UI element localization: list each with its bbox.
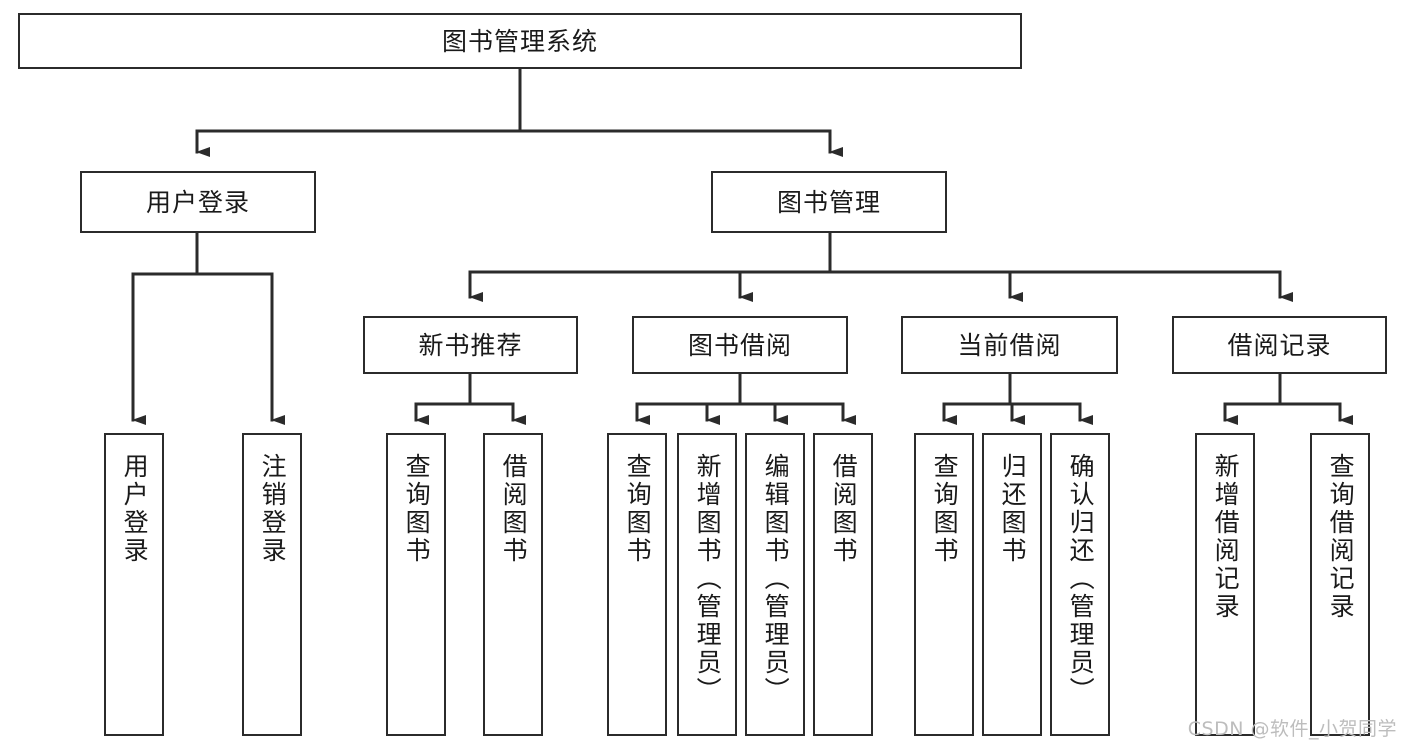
node-leaf-add-book-label: 新增图书（管理员） bbox=[693, 453, 723, 705]
node-leaf-query-book-1-label: 查询图书 bbox=[402, 453, 432, 565]
node-leaf-query-book-2-label: 查询图书 bbox=[623, 453, 653, 565]
node-leaf-query-book-1[interactable]: 查询图书 bbox=[386, 433, 446, 736]
node-leaf-user-login[interactable]: 用户登录 bbox=[104, 433, 164, 736]
node-book-manage-label: 图书管理 bbox=[776, 187, 881, 217]
node-leaf-query-book-3-label: 查询图书 bbox=[930, 453, 960, 565]
node-user-login-label: 用户登录 bbox=[145, 187, 250, 217]
node-current-borrow[interactable]: 当前借阅 bbox=[901, 316, 1118, 374]
node-leaf-query-record-label: 查询借阅记录 bbox=[1326, 453, 1356, 621]
node-leaf-edit-book-label: 编辑图书（管理员） bbox=[761, 453, 791, 705]
node-book-borrow-label: 图书借阅 bbox=[687, 330, 792, 360]
node-leaf-query-book-2[interactable]: 查询图书 bbox=[607, 433, 667, 736]
node-root-label: 图书管理系统 bbox=[441, 26, 598, 56]
node-leaf-borrow-book-1-label: 借阅图书 bbox=[499, 453, 529, 565]
node-leaf-return-book[interactable]: 归还图书 bbox=[982, 433, 1042, 736]
node-new-book-recommend-label: 新书推荐 bbox=[418, 330, 523, 360]
node-leaf-confirm-return[interactable]: 确认归还（管理员） bbox=[1050, 433, 1110, 736]
node-root[interactable]: 图书管理系统 bbox=[18, 13, 1022, 69]
node-leaf-borrow-book-2[interactable]: 借阅图书 bbox=[813, 433, 873, 736]
node-leaf-add-record-label: 新增借阅记录 bbox=[1211, 453, 1241, 621]
node-leaf-logout-label: 注销登录 bbox=[258, 453, 288, 565]
node-leaf-query-record[interactable]: 查询借阅记录 bbox=[1310, 433, 1370, 736]
node-leaf-edit-book[interactable]: 编辑图书（管理员） bbox=[745, 433, 805, 736]
node-current-borrow-label: 当前借阅 bbox=[957, 330, 1062, 360]
node-new-book-recommend[interactable]: 新书推荐 bbox=[363, 316, 578, 374]
node-book-manage[interactable]: 图书管理 bbox=[711, 171, 947, 233]
node-user-login[interactable]: 用户登录 bbox=[80, 171, 316, 233]
node-borrow-record-label: 借阅记录 bbox=[1227, 330, 1332, 360]
csdn-watermark: CSDN @软件_小贺同学 bbox=[1187, 718, 1397, 740]
node-leaf-user-login-label: 用户登录 bbox=[120, 453, 150, 565]
node-leaf-return-book-label: 归还图书 bbox=[998, 453, 1028, 565]
node-leaf-add-record[interactable]: 新增借阅记录 bbox=[1195, 433, 1255, 736]
node-leaf-borrow-book-2-label: 借阅图书 bbox=[829, 453, 859, 565]
node-leaf-query-book-3[interactable]: 查询图书 bbox=[914, 433, 974, 736]
node-leaf-confirm-return-label: 确认归还（管理员） bbox=[1066, 453, 1096, 705]
node-leaf-logout[interactable]: 注销登录 bbox=[242, 433, 302, 736]
node-book-borrow[interactable]: 图书借阅 bbox=[632, 316, 848, 374]
node-borrow-record[interactable]: 借阅记录 bbox=[1172, 316, 1387, 374]
node-leaf-borrow-book-1[interactable]: 借阅图书 bbox=[483, 433, 543, 736]
node-leaf-add-book[interactable]: 新增图书（管理员） bbox=[677, 433, 737, 736]
